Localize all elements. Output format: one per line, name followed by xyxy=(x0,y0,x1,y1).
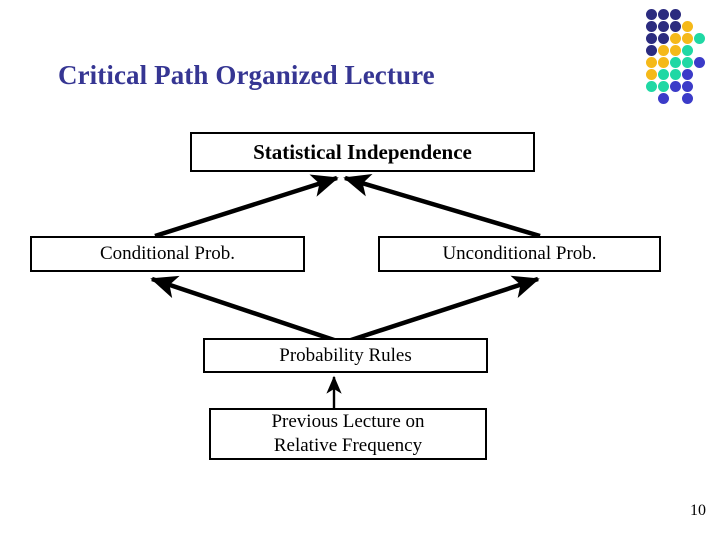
page-title: Critical Path Organized Lecture xyxy=(58,60,435,90)
logo-dot xyxy=(646,57,657,68)
logo-dot xyxy=(670,21,681,32)
logo-dot xyxy=(682,81,693,92)
logo-dot xyxy=(682,57,693,68)
logo-dot xyxy=(658,45,669,56)
logo-dot xyxy=(646,45,657,56)
logo-dot xyxy=(682,33,693,44)
node-label: Previous Lecture on Relative Frequency xyxy=(271,411,425,456)
edge-conditional-to-independence xyxy=(154,174,339,239)
node-probability-rules[interactable]: Probability Rules xyxy=(203,338,488,373)
node-label: Statistical Independence xyxy=(253,139,472,164)
logo-dot xyxy=(658,81,669,92)
logo-dot xyxy=(670,9,681,20)
logo-dot xyxy=(670,45,681,56)
logo-dot xyxy=(670,81,681,92)
decorative-dot-grid-logo xyxy=(646,9,716,121)
node-previous-lecture[interactable]: Previous Lecture on Relative Frequency xyxy=(209,408,487,460)
node-statistical-independence[interactable]: Statistical Independence xyxy=(190,132,535,172)
logo-dot xyxy=(658,69,669,80)
logo-dot xyxy=(694,57,705,68)
node-label: Unconditional Prob. xyxy=(442,243,597,264)
logo-dot xyxy=(646,9,657,20)
node-label: Conditional Prob. xyxy=(99,243,236,264)
logo-dot xyxy=(658,93,669,104)
edge-rules-to-unconditional xyxy=(344,275,540,345)
logo-dot xyxy=(682,45,693,56)
logo-dot xyxy=(658,21,669,32)
logo-dot xyxy=(646,69,657,80)
logo-dot xyxy=(670,33,681,44)
node-label: Probability Rules xyxy=(279,344,412,366)
logo-dot xyxy=(646,21,657,32)
edge-rules-to-conditional xyxy=(150,275,341,345)
node-unconditional-probability[interactable]: Unconditional Prob. xyxy=(378,236,661,272)
logo-dot xyxy=(694,33,705,44)
logo-dot xyxy=(670,69,681,80)
logo-dot xyxy=(670,57,681,68)
logo-dot xyxy=(682,93,693,104)
logo-dot xyxy=(658,9,669,20)
node-conditional-probability[interactable]: Conditional Prob. xyxy=(30,236,305,272)
logo-dot xyxy=(658,57,669,68)
logo-dot xyxy=(682,21,693,32)
page-number: 10 xyxy=(690,502,706,519)
edge-unconditional-to-independence xyxy=(343,173,541,239)
logo-dot xyxy=(658,33,669,44)
logo-dot xyxy=(682,69,693,80)
logo-dot xyxy=(646,81,657,92)
logo-dot xyxy=(646,33,657,44)
